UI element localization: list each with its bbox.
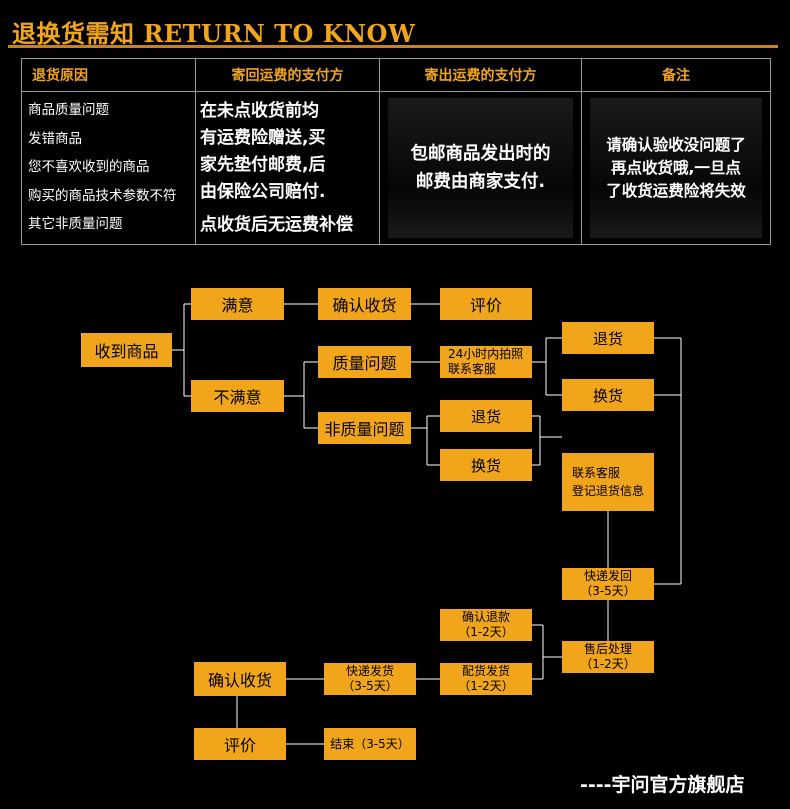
header-remark: 备注	[581, 58, 771, 92]
send-shipping-line: 包邮商品发出时的	[410, 144, 551, 164]
confirm-refund-box: 确认退款（1-2天）	[440, 609, 532, 641]
contact-24h-box: 24小时内拍照联系客服	[440, 346, 532, 378]
review-box: 评价	[440, 288, 532, 320]
return-shipping-line: 家先垫付邮费,后	[200, 154, 326, 175]
quality-exchange-box: 换货	[562, 379, 654, 411]
after-sales-box: 售后处理（1-2天）	[562, 641, 654, 673]
non-quality-return-box: 退货	[440, 400, 532, 432]
return-shipping-line: 有运费险赠送,买	[200, 127, 326, 148]
send-shipping-panel	[388, 98, 573, 238]
reason-item: 发错商品	[28, 130, 82, 147]
contact-24h-line: 联系客服	[448, 362, 497, 376]
quality-issue-box: 质量问题	[318, 346, 411, 378]
contact-register-box: 联系客服登记退货信息	[562, 453, 654, 511]
review-2-box: 评价	[194, 728, 286, 760]
return-shipping-line: 由保险公司赔付.	[200, 181, 326, 202]
remark-panel	[590, 98, 762, 238]
end-box: 结束（3-5天）	[324, 728, 416, 760]
confirm-receipt-2-box: 确认收货	[194, 662, 286, 696]
send-shipping-line: 邮费由商家支付.	[415, 172, 546, 192]
return-shipping-cell: 在未点收货前均 有运费险赠送,买 家先垫付邮费,后 由保险公司赔付. 点收货后无…	[195, 91, 380, 245]
remark-cell: 请确认验收没问题了 再点收货哦,一旦点 了收货运费险将失效	[581, 91, 771, 245]
contact-register-line: 登记退货信息	[572, 483, 645, 498]
remark-text: 请确认验收没问题了 再点收货哦,一旦点 了收货运费险将失效	[582, 134, 770, 203]
contact-register-line: 联系客服	[572, 465, 621, 480]
reason-item: 购买的商品技术参数不符	[28, 187, 177, 204]
return-shipping-note: 点收货后无运费补偿	[200, 214, 353, 235]
reason-list: 商品质量问题 发错商品 您不喜欢收到的商品 购买的商品技术参数不符 其它非质量问…	[21, 91, 196, 245]
connector-nq-return-exchange-contact	[532, 415, 562, 466]
store-signature: ----宇问官方旗舰店	[580, 774, 745, 796]
connector-nonquality-branch	[411, 415, 440, 466]
express-ship-line: （3-5天）	[342, 679, 398, 693]
unsatisfied-box: 不满意	[191, 380, 284, 412]
satisfied-box: 满意	[191, 288, 284, 320]
connector-return-exchange-express	[654, 337, 682, 585]
express-back-line: （3-5天）	[580, 584, 636, 598]
non-quality-issue-box: 非质量问题	[318, 412, 411, 444]
reason-item: 商品质量问题	[28, 102, 109, 118]
connector-receive-branch	[172, 303, 191, 397]
send-shipping-text: 包邮商品发出时的 邮费由商家支付.	[380, 140, 581, 196]
express-back-line: 快递发回	[583, 569, 632, 583]
express-back-box: 快递发回（3-5天）	[562, 568, 654, 600]
confirm-refund-line: （1-2天）	[458, 625, 514, 639]
quality-return-box: 退货	[562, 322, 654, 354]
header-send-shipping: 寄出运费的支付方	[379, 58, 582, 92]
reason-item: 您不喜欢收到的商品	[28, 159, 150, 175]
confirm-receipt-box: 确认收货	[318, 288, 411, 320]
dispatch-line: （1-2天）	[458, 679, 514, 693]
send-shipping-cell: 包邮商品发出时的 邮费由商家支付.	[379, 91, 582, 245]
return-shipping-text: 在未点收货前均 有运费险赠送,买 家先垫付邮费,后 由保险公司赔付. 点收货后无…	[196, 98, 379, 239]
connector-aftersales-branch	[532, 624, 562, 680]
express-ship-line: 快递发货	[345, 664, 394, 678]
connector-contact-return-exchange	[532, 337, 562, 396]
dispatch-box: 配货发货（1-2天）	[440, 663, 532, 695]
connector-unsatisfied-branch	[284, 361, 318, 429]
remark-line: 了收货运费险将失效	[606, 181, 746, 200]
after-sales-line: （1-2天）	[580, 657, 636, 671]
express-ship-box: 快递发货（3-5天）	[324, 663, 416, 695]
receive-goods-box: 收到商品	[81, 333, 172, 367]
dispatch-line: 配货发货	[461, 664, 510, 678]
after-sales-line: 售后处理	[583, 642, 632, 656]
remark-line: 再点收货哦,一旦点	[611, 158, 741, 177]
confirm-refund-line: 确认退款	[461, 610, 510, 624]
table-body-row: 商品质量问题 发错商品 您不喜欢收到的商品 购买的商品技术参数不符 其它非质量问…	[21, 91, 771, 245]
remark-line: 请确认验收没问题了	[606, 135, 746, 154]
non-quality-exchange-box: 换货	[440, 449, 532, 481]
title-divider	[8, 45, 778, 48]
reason-item: 其它非质量问题	[28, 216, 123, 232]
page-title: 退换货需知 RETURN TO KNOW	[12, 19, 416, 48]
contact-24h-line: 24小时内拍照	[448, 347, 524, 361]
return-policy-table: 退货原因 寄回运费的支付方 寄出运费的支付方 备注 商品质量问题 发错商品 您不…	[21, 58, 771, 245]
return-shipping-line: 在未点收货前均	[200, 100, 319, 121]
table-header-row: 退货原因 寄回运费的支付方 寄出运费的支付方 备注	[21, 58, 771, 92]
header-reason: 退货原因	[21, 58, 196, 92]
